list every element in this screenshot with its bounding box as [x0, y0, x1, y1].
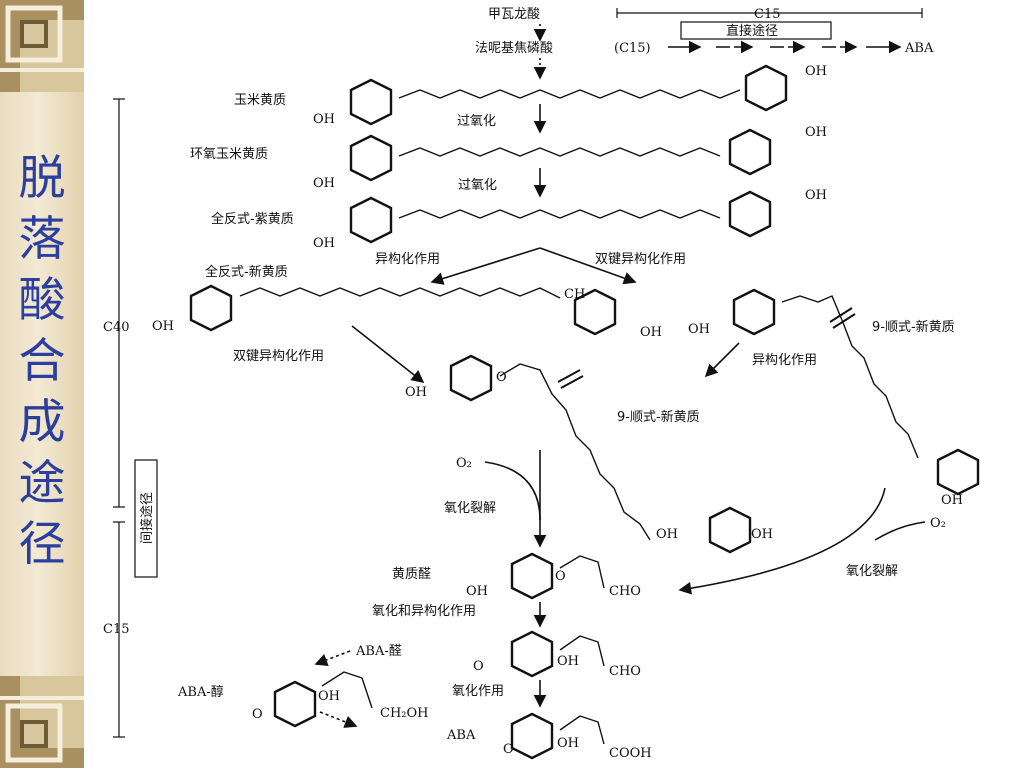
aba-aldehyde-label: ABA-醛	[355, 643, 402, 659]
zeaxanthin-label: 玉米黄质	[234, 93, 286, 108]
cho-group: CHO	[609, 664, 641, 679]
cis-neoxanthin-center-chain	[499, 363, 651, 541]
aba-pathway-diagram: 甲瓦龙酸 法呢基焦磷酸 (C15) C15 直接途径 ABA C40 C15 间…	[103, 7, 980, 761]
xanthoxal-sidechain	[559, 555, 605, 589]
indirect-path-label: 间接途径	[139, 492, 155, 544]
corner-ornament-top	[0, 0, 84, 92]
slide-title-char: 成	[18, 395, 66, 450]
isomerization-left-label: 异构化作用	[375, 252, 440, 267]
o2-right-label: O₂	[930, 516, 946, 531]
c40-label: C40	[103, 320, 130, 335]
oh-group: OH	[805, 188, 827, 203]
c15-side-label: C15	[103, 622, 130, 637]
oxidative-cleavage-left-label: 氧化裂解	[444, 501, 496, 516]
oxidative-cleavage-right-label: 氧化裂解	[846, 564, 898, 579]
trans-neoxanthin-chain	[239, 287, 561, 299]
peroxidation-label-2: 过氧化	[458, 178, 497, 193]
oh-group: OH	[313, 176, 335, 191]
slide-title-char: 酸	[18, 273, 66, 328]
indirect-path-box	[134, 459, 158, 578]
oh-group: OH	[313, 236, 335, 251]
aba-aldehyde-sidechain	[559, 635, 605, 667]
double-bond-isomerization-label: 双键异构化作用	[595, 252, 686, 267]
oh-group: OH	[557, 654, 579, 669]
oh-group: OH	[466, 584, 488, 599]
mevalonic-acid-label: 甲瓦龙酸	[488, 7, 540, 22]
fpp-c15-label: (C15)	[614, 41, 651, 56]
o-group: O	[496, 370, 507, 385]
o-group: O	[252, 707, 263, 722]
cis-neoxanthin-right-label: 9-顺式-新黄质	[872, 319, 955, 335]
o-group: O	[473, 659, 484, 674]
violaxanthin-label: 全反式-紫黄质	[211, 211, 294, 227]
trans-neoxanthin-label: 全反式-新黄质	[205, 264, 288, 280]
double-bond-isomerization-lower-label: 双键异构化作用	[233, 349, 324, 364]
oxidation-label: 氧化作用	[452, 684, 504, 699]
slide-title-char: 径	[18, 517, 66, 572]
direct-path-label: 直接途径	[726, 23, 778, 39]
cooh-group: COOH	[609, 746, 652, 761]
slide-title-char: 落	[18, 212, 66, 267]
sidebar: 脱 落 酸 合 成 途 径	[0, 0, 84, 768]
oh-group: OH	[557, 736, 579, 751]
xanthoxal-label: 黄质醛	[392, 566, 431, 582]
fpp-label: 法呢基焦磷酸	[475, 41, 553, 56]
slide-title: 脱 落 酸 合 成 途 径	[12, 148, 72, 575]
oh-group: OH	[751, 527, 773, 542]
c15-top-label: C15	[754, 7, 781, 22]
oh-group: OH	[405, 385, 427, 400]
isomerization-lower-right-label: 异构化作用	[752, 353, 817, 368]
oxidation-isomerization-label: 氧化和异构化作用	[372, 604, 476, 619]
cis-neoxanthin-right-chain	[781, 295, 919, 459]
antheraxanthin-label: 环氧玉米黄质	[190, 147, 268, 162]
slide-title-char: 脱	[18, 151, 66, 206]
aba-alcohol-label: ABA-醇	[177, 684, 224, 700]
oh-group: OH	[805, 125, 827, 140]
direct-path-box	[680, 21, 832, 40]
oh-group: OH	[941, 493, 963, 508]
oh-group: OH	[152, 319, 174, 334]
ch2oh-group: CH₂OH	[380, 706, 429, 721]
peroxidation-label-1: 过氧化	[457, 114, 496, 129]
oh-group: OH	[656, 527, 678, 542]
zeaxanthin-left-ring	[349, 78, 393, 126]
o-group: O	[503, 742, 514, 757]
aba-label: ABA	[446, 728, 476, 743]
cis-neoxanthin-center-label: 9-顺式-新黄质	[617, 409, 700, 425]
zeaxanthin-right-ring	[744, 64, 788, 112]
corner-ornament-bottom	[0, 676, 84, 768]
oh-group: OH	[688, 322, 710, 337]
slide-title-char: 合	[18, 334, 66, 389]
slide-title-char: 途	[18, 456, 66, 511]
oh-group: OH	[640, 325, 662, 340]
oh-group: OH	[318, 689, 340, 704]
cho-group: CHO	[609, 584, 641, 599]
ch-group: CH	[564, 287, 585, 302]
o2-left-label: O₂	[456, 456, 472, 471]
zeaxanthin-polyene-chain	[398, 89, 741, 99]
violaxanthin-chain	[398, 209, 721, 219]
oh-group: OH	[805, 64, 827, 79]
oh-group: OH	[313, 112, 335, 127]
aba-sidechain	[559, 715, 605, 745]
aba-alcohol-sidechain	[321, 671, 373, 709]
o-group: O	[555, 569, 566, 584]
aba-top-label: ABA	[904, 41, 934, 56]
antheraxanthin-chain	[398, 147, 721, 157]
